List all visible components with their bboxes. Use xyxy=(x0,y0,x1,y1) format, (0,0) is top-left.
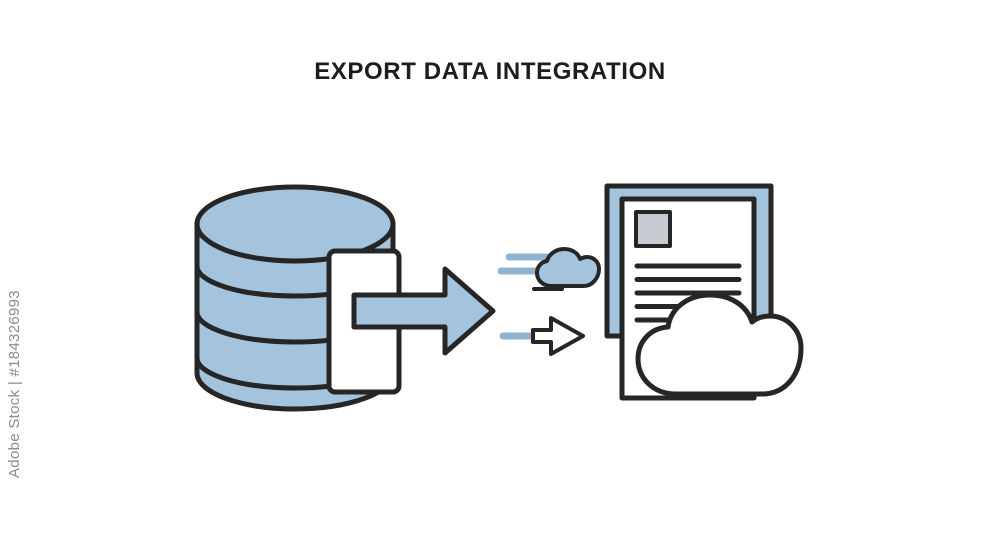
cloud-shape xyxy=(635,292,804,397)
transfer-arrow xyxy=(531,316,585,356)
export-arrow xyxy=(351,266,496,356)
transfer-arrow-icon xyxy=(499,316,585,356)
small-cloud xyxy=(535,247,601,288)
document-image-placeholder xyxy=(634,210,672,248)
cloud-icon xyxy=(635,292,804,397)
cloud-sync-icon xyxy=(497,247,601,291)
page-title: EXPORT DATA INTEGRATION xyxy=(314,58,666,85)
export-arrow-icon xyxy=(351,266,496,356)
database-top xyxy=(194,184,396,264)
